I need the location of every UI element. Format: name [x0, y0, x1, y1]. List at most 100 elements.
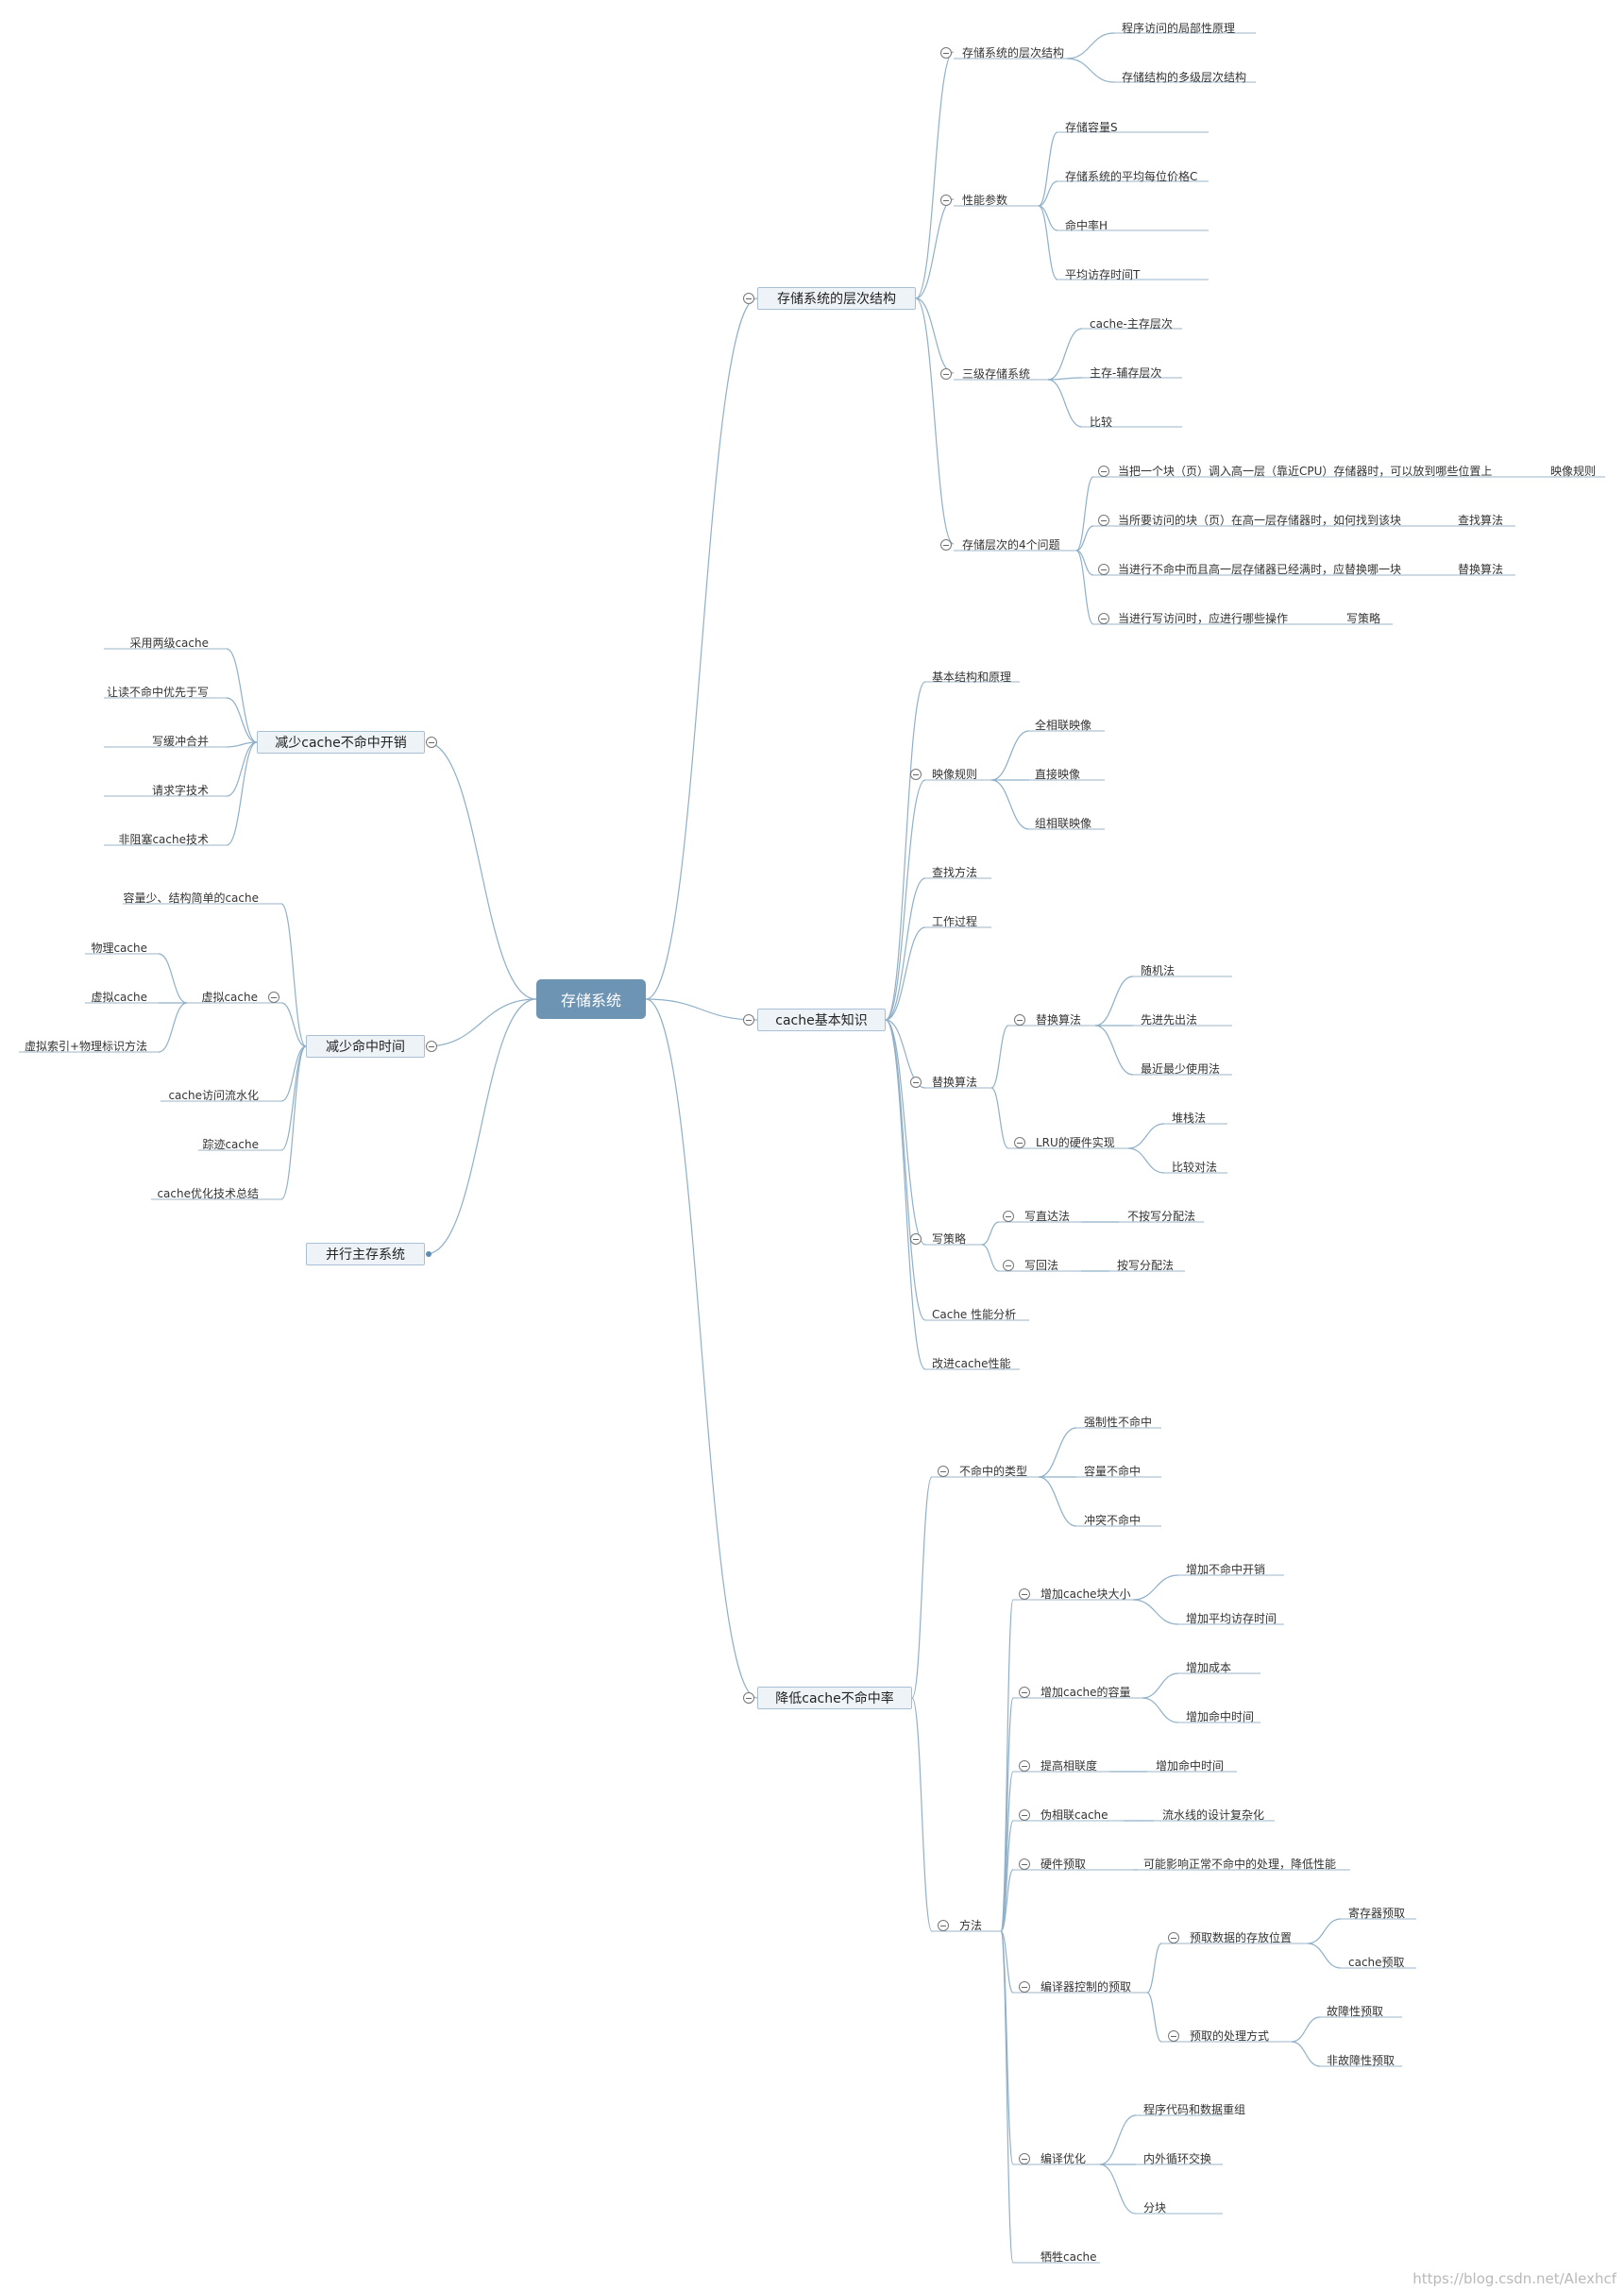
- topic-methods[interactable]: 方法: [959, 1919, 983, 1932]
- topic-capacity-miss[interactable]: 容量不命中: [1084, 1465, 1142, 1478]
- topic-hw-prefetch[interactable]: 硬件预取: [1040, 1858, 1087, 1871]
- collapse-icon[interactable]: [940, 539, 952, 551]
- topic-increase-miss-penalty[interactable]: 增加不命中开销: [1186, 1563, 1266, 1576]
- collapse-icon[interactable]: [940, 47, 952, 59]
- topic-lru[interactable]: 最近最少使用法: [1141, 1062, 1221, 1076]
- topic-small-simple-cache[interactable]: 容量少、结构简单的cache: [123, 891, 259, 905]
- collapse-icon[interactable]: [940, 195, 952, 206]
- topic-stack-method[interactable]: 堆栈法: [1172, 1112, 1207, 1125]
- topic-cost-c[interactable]: 存储系统的平均每位价格C: [1065, 170, 1198, 183]
- collapse-icon[interactable]: [1019, 1809, 1030, 1821]
- topic-cache-main-level[interactable]: cache-主存层次: [1090, 317, 1173, 331]
- collapse-icon[interactable]: [1019, 1981, 1030, 1993]
- topic-compulsory-miss[interactable]: 强制性不命中: [1084, 1416, 1153, 1429]
- collapse-icon[interactable]: [1019, 1687, 1030, 1698]
- collapsed-dot-icon[interactable]: [426, 1251, 431, 1257]
- topic-mapping-rules[interactable]: 映像规则: [932, 768, 978, 781]
- topic-prefetch-side-effect[interactable]: 可能影响正常不命中的处理，降低性能: [1143, 1858, 1337, 1871]
- collapse-icon[interactable]: [938, 1466, 949, 1477]
- collapse-icon[interactable]: [743, 293, 754, 304]
- answer-lookup[interactable]: 查找算法: [1458, 514, 1504, 527]
- branch-reduce-miss-penalty[interactable]: 减少cache不命中开销: [257, 731, 425, 754]
- answer-write-policy[interactable]: 写策略: [1346, 612, 1381, 625]
- topic-write-buffer-merge[interactable]: 写缓冲合并: [151, 735, 209, 748]
- collapse-icon[interactable]: [1019, 1760, 1030, 1772]
- collapse-icon[interactable]: [426, 1041, 437, 1052]
- topic-faulting-prefetch[interactable]: 故障性预取: [1327, 2005, 1384, 2018]
- topic-virtual-cache-leaf[interactable]: 虚拟cache: [91, 991, 147, 1004]
- topic-prefetch-location[interactable]: 预取数据的存放位置: [1190, 1931, 1293, 1944]
- collapse-icon[interactable]: [940, 368, 952, 380]
- collapse-icon[interactable]: [938, 1920, 949, 1931]
- topic-prefetch-handling[interactable]: 预取的处理方式: [1190, 2029, 1270, 2043]
- topic-physical-cache[interactable]: 物理cache: [91, 942, 147, 955]
- collapse-icon[interactable]: [1098, 515, 1109, 526]
- collapse-icon[interactable]: [1019, 1588, 1030, 1600]
- topic-write-back[interactable]: 写回法: [1024, 1259, 1059, 1272]
- topic-basic-structure[interactable]: 基本结构和原理: [932, 670, 1012, 684]
- topic-sw-prefetch[interactable]: 编译器控制的预取: [1040, 1980, 1132, 1994]
- collapse-icon[interactable]: [1019, 2153, 1030, 2164]
- topic-nonblocking-cache[interactable]: 非阻塞cache技术: [118, 833, 209, 846]
- collapse-icon[interactable]: [1014, 1014, 1025, 1026]
- collapse-icon[interactable]: [910, 769, 922, 780]
- topic-pipeline-complex[interactable]: 流水线的设计复杂化: [1162, 1808, 1265, 1822]
- topic-cache-prefetch[interactable]: cache预取: [1348, 1956, 1405, 1969]
- topic-cache-capacity[interactable]: 增加cache的容量: [1040, 1686, 1131, 1699]
- answer-mapping-rule[interactable]: 映像规则: [1550, 465, 1597, 478]
- topic-assoc-hit-time[interactable]: 增加命中时间: [1156, 1759, 1225, 1773]
- topic-no-write-allocate[interactable]: 不按写分配法: [1127, 1210, 1196, 1223]
- topic-register-prefetch[interactable]: 寄存器预取: [1348, 1907, 1406, 1920]
- topic-increase-cost[interactable]: 增加成本: [1186, 1661, 1232, 1674]
- branch-hierarchy[interactable]: 存储系统的层次结构: [757, 287, 916, 310]
- collapse-icon[interactable]: [426, 737, 437, 748]
- topic-multilevel-structure[interactable]: 存储结构的多级层次结构: [1122, 71, 1247, 84]
- topic-replacement-algo[interactable]: 替换算法: [1036, 1013, 1082, 1027]
- collapse-icon[interactable]: [743, 1014, 754, 1026]
- collapse-icon[interactable]: [1098, 466, 1109, 477]
- topic-conflict-miss[interactable]: 冲突不命中: [1084, 1514, 1142, 1527]
- topic-improve-cache[interactable]: 改进cache性能: [932, 1357, 1011, 1370]
- collapse-icon[interactable]: [910, 1233, 922, 1245]
- topic-compiler-opt[interactable]: 编译优化: [1040, 2152, 1087, 2165]
- topic-lookup-method[interactable]: 查找方法: [932, 866, 978, 879]
- topic-replacement[interactable]: 替换算法: [932, 1076, 978, 1089]
- topic-victim-cache[interactable]: 牺牲cache: [1040, 2250, 1097, 2264]
- branch-reduce-miss-rate[interactable]: 降低cache不命中率: [757, 1687, 912, 1709]
- question-placement[interactable]: 当把一个块（页）调入高一层（靠近CPU）存储器时，可以放到哪些位置上: [1118, 465, 1493, 478]
- branch-reduce-hit-time[interactable]: 减少命中时间: [306, 1035, 425, 1058]
- topic-fully-associative[interactable]: 全相联映像: [1035, 719, 1092, 732]
- topic-trace-cache[interactable]: 踪迹cache: [202, 1138, 259, 1151]
- topic-vipt[interactable]: 虚拟索引+物理标识方法: [24, 1040, 147, 1053]
- topic-nonfaulting-prefetch[interactable]: 非故障性预取: [1327, 2054, 1396, 2067]
- topic-loop-interchange[interactable]: 内外循环交换: [1143, 2152, 1212, 2165]
- topic-access-time-t[interactable]: 平均访存时间T: [1065, 268, 1141, 281]
- topic-code-reorg[interactable]: 程序代码和数据重组: [1143, 2103, 1246, 2116]
- topic-comparison[interactable]: 比较: [1090, 416, 1113, 429]
- topic-set-associative[interactable]: 组相联映像: [1035, 817, 1092, 830]
- branch-cache-basics[interactable]: cache基本知识: [757, 1009, 886, 1031]
- topic-work-process[interactable]: 工作过程: [932, 915, 978, 928]
- collapse-icon[interactable]: [1003, 1211, 1014, 1222]
- topic-associativity[interactable]: 提高相联度: [1040, 1759, 1098, 1773]
- topic-hierarchy-structure[interactable]: 存储系统的层次结构: [962, 46, 1065, 59]
- collapse-icon[interactable]: [1019, 1858, 1030, 1870]
- topic-lru-hardware[interactable]: LRU的硬件实现: [1036, 1136, 1115, 1149]
- answer-replacement[interactable]: 替换算法: [1458, 563, 1504, 576]
- topic-pseudo-assoc[interactable]: 伪相联cache: [1040, 1808, 1108, 1822]
- topic-fifo[interactable]: 先进先出法: [1141, 1013, 1198, 1027]
- topic-virtual-cache[interactable]: 虚拟cache: [201, 991, 258, 1004]
- topic-pipelined-access[interactable]: cache访问流水化: [168, 1089, 259, 1102]
- topic-hit-rate-h[interactable]: 命中率H: [1065, 219, 1108, 232]
- collapse-icon[interactable]: [1003, 1260, 1014, 1271]
- topic-request-word[interactable]: 请求字技术: [151, 784, 209, 797]
- collapse-icon[interactable]: [1098, 613, 1109, 624]
- topic-increase-hit-time[interactable]: 增加命中时间: [1186, 1710, 1255, 1723]
- topic-compare-pairs[interactable]: 比较对法: [1172, 1161, 1218, 1174]
- topic-increase-avg-time[interactable]: 增加平均访存时间: [1186, 1612, 1277, 1625]
- question-replacement[interactable]: 当进行不命中而且高一层存储器已经满时，应替换哪一块: [1118, 563, 1402, 576]
- collapse-icon[interactable]: [910, 1077, 922, 1088]
- collapse-icon[interactable]: [268, 992, 279, 1003]
- question-identification[interactable]: 当所要访问的块（页）在高一层存储器时，如何找到该块: [1118, 514, 1402, 527]
- topic-block-size[interactable]: 增加cache块大小: [1040, 1587, 1131, 1601]
